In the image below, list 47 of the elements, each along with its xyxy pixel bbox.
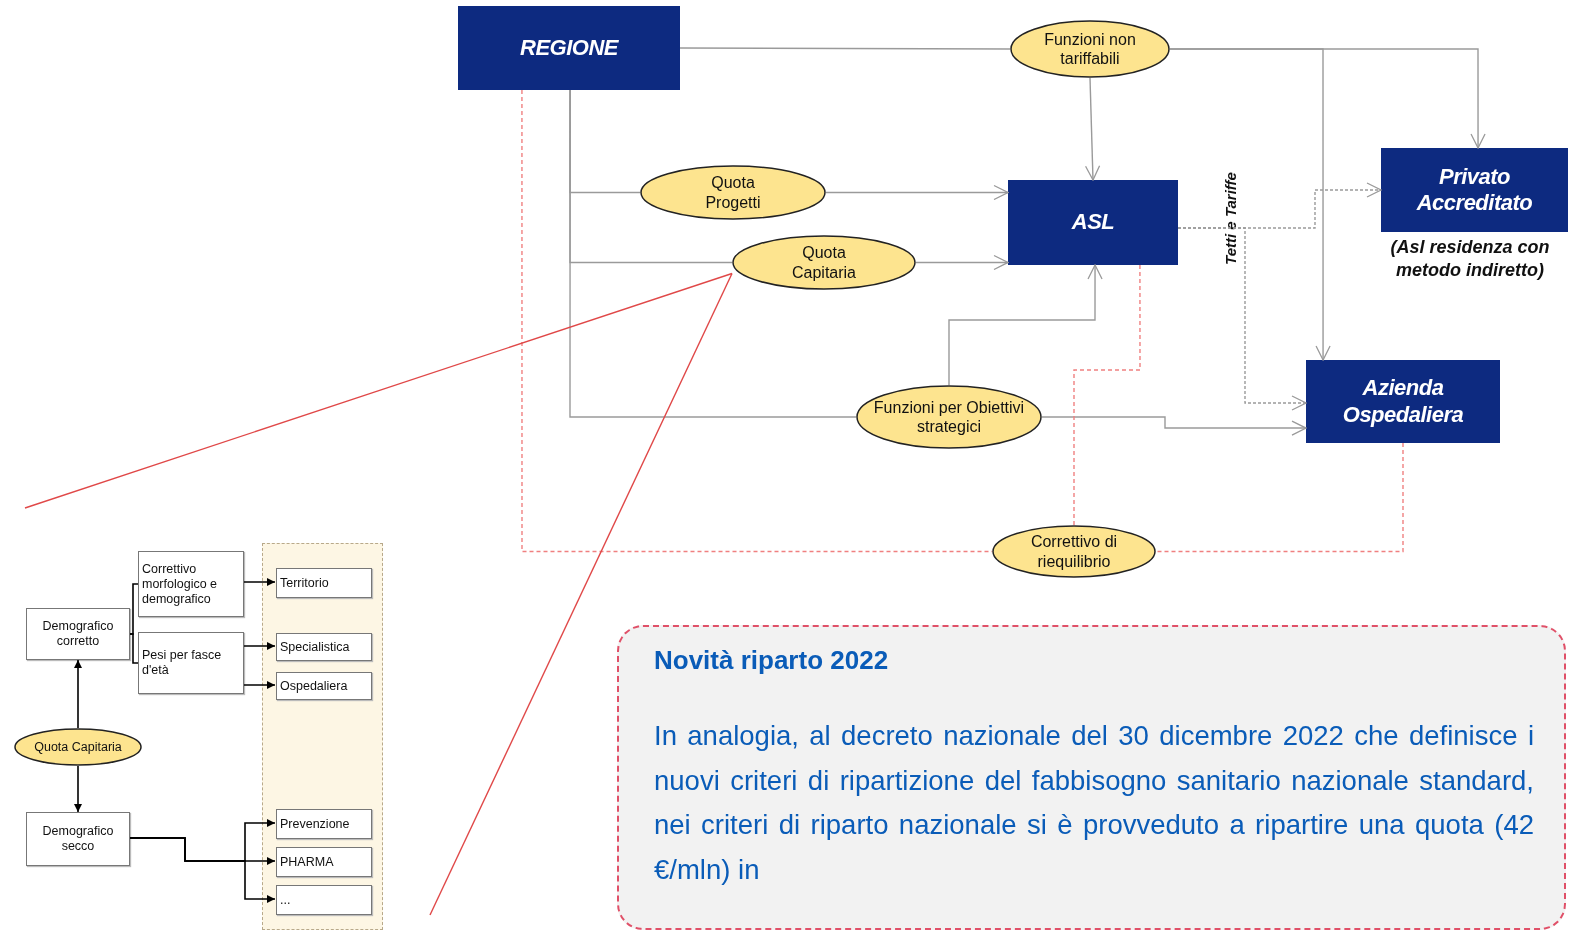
connector-line [129,583,139,635]
category-box: Territorio [276,568,372,598]
arrow [825,184,1009,201]
leader-line [24,272,733,509]
ellipse-node: Funzioni per Obiettivi strategici [856,385,1042,449]
arrow [74,765,82,813]
connector-line [569,89,857,418]
leader-line [429,272,733,916]
note-box [617,625,1566,930]
asl-box: ASL [1008,180,1178,265]
category-box: Ospedaliera [276,672,372,700]
category-box: PHARMA [276,847,372,877]
connector-line [679,47,1011,50]
ellipse-node: Quota Capitaria [14,728,142,766]
arrow [243,642,276,650]
connector-line [1155,442,1404,553]
category-box: Prevenzione [276,809,372,839]
process-box: Pesi per fasce d'età [138,632,244,694]
process-box: Correttivo morfologico e demografico [138,551,244,617]
caption-text: (Asl residenza con metodo indiretto) [1389,236,1551,283]
arrow [243,681,276,689]
arrow [948,264,1103,386]
arrow [1084,77,1101,181]
process-box: Demografico secco [26,812,130,866]
ellipse-node: Quota Progetti [640,165,826,220]
vertical-label: Tetti e Tariffe [1221,171,1239,267]
category-box: Specialistica [276,633,372,661]
connector-line [129,633,139,664]
arrow [1169,48,1331,361]
region-box: REGIONE [458,6,680,90]
arrow [74,659,82,729]
note-heading: Novità riparto 2022 [654,645,889,677]
ellipse-node: Correttivo di riequilibrio [992,525,1156,578]
entity-box: Azienda Ospedaliera [1306,360,1500,443]
connector-line [1073,264,1141,526]
arrow [1177,227,1307,411]
arrow [129,837,276,903]
arrow [1041,416,1307,436]
ellipse-node: Funzioni non tariffabili [1010,20,1170,78]
ellipse-node: Quota Capitaria [732,235,916,290]
category-panel [262,543,383,930]
arrow [915,254,1009,271]
category-box: ... [276,885,372,915]
process-box: Demografico corretto [26,608,130,660]
note-paragraph: In analogia, al decreto nazionale del 30 dicembre 2022 che definisce i nuovi criteri di ripartizione del fabbisogno sanitario nazionale standard, nei criteri di riparto nazionale si è provveduto a ripartire una quota (42 €/mln) in [654,719,1534,887]
arrow [243,578,276,586]
entity-box: Privato Accreditato [1381,148,1568,232]
